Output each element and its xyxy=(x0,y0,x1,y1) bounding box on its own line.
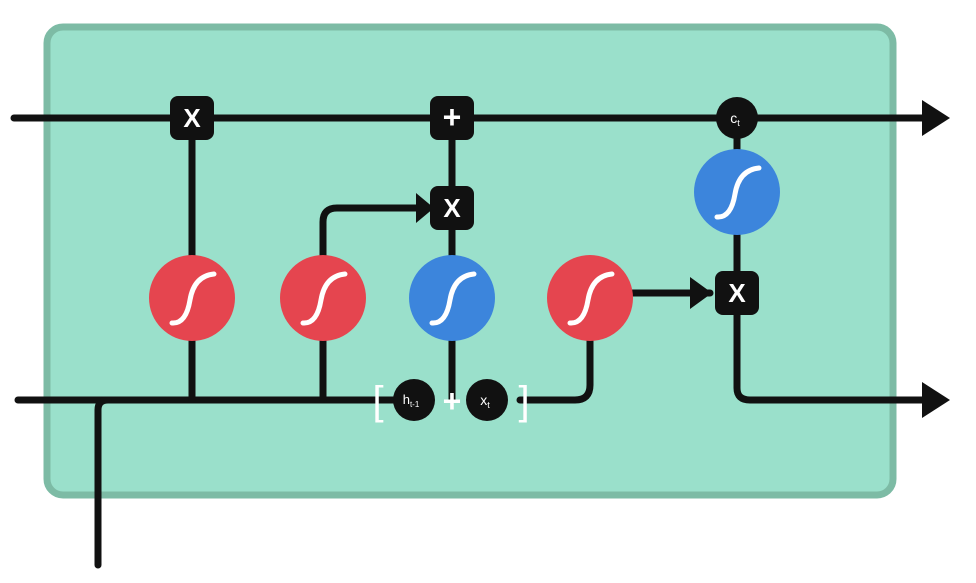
input-gate-line-top xyxy=(319,204,424,304)
svg-text:ct: ct xyxy=(730,110,740,128)
close-bracket: ] xyxy=(518,379,529,423)
arrow-hidden-out xyxy=(922,382,950,418)
hidden-input-label: h xyxy=(403,392,410,407)
cell-state-node: ct xyxy=(716,97,758,139)
arrow-into-output-multiply xyxy=(690,277,712,309)
svg-text:X: X xyxy=(728,278,746,308)
arrow-cell-state-out xyxy=(922,100,950,136)
x-input-subscript: t xyxy=(487,400,490,410)
x-input-line xyxy=(94,396,112,569)
svg-text:X: X xyxy=(443,193,461,223)
svg-text:+: + xyxy=(443,99,462,135)
sigmoid-curve-icon xyxy=(714,165,762,220)
concat-plus: + xyxy=(443,383,462,419)
output-gate-line-bottom xyxy=(516,296,594,404)
output-multiply-node: X xyxy=(715,271,759,315)
input-multiply-node: X xyxy=(430,186,474,230)
sigmoid-curve-icon xyxy=(567,271,615,326)
input-gate xyxy=(280,255,366,341)
arrow-into-input-multiply xyxy=(416,193,434,223)
svg-text:ht-1: ht-1 xyxy=(403,392,420,409)
svg-text:xt: xt xyxy=(480,392,490,410)
forget-multiply-node: X xyxy=(170,96,214,140)
forget-gate xyxy=(149,255,235,341)
open-bracket: [ xyxy=(372,379,383,423)
sigmoid-curve-icon xyxy=(300,271,348,326)
cell-tanh xyxy=(694,149,780,235)
hidden-input-subscript: t-1 xyxy=(410,400,420,409)
x-input-node xyxy=(466,379,508,421)
concat-inputs: [ ] ht-1 + xt xyxy=(372,379,530,423)
cell-add-node: + xyxy=(430,96,474,140)
candidate-gate xyxy=(409,255,495,341)
svg-text:X: X xyxy=(183,103,201,133)
output-gate xyxy=(547,255,633,341)
sigmoid-curve-icon xyxy=(429,271,477,326)
output-hidden-line xyxy=(733,289,929,404)
sigmoid-curve-icon xyxy=(169,271,217,326)
cell-state-label: c xyxy=(730,110,737,126)
hidden-input-node xyxy=(393,379,435,421)
x-input-label: x xyxy=(480,392,487,408)
cell-state-subscript: t xyxy=(737,118,740,128)
